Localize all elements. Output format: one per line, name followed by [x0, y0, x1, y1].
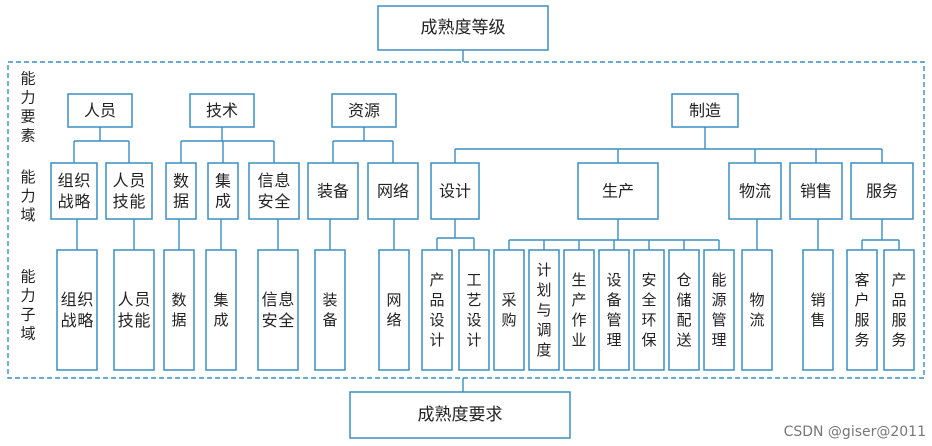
subdomain-label-s_wh: 仓储配送	[676, 271, 691, 349]
domain-label-logi: 物流	[739, 182, 771, 201]
subdomain-box-s_skill	[113, 249, 155, 371]
subdomain-box-s_purch	[493, 249, 525, 371]
subdomain-box-s_ops	[563, 249, 595, 371]
domain-label-skill: 人员技能	[113, 171, 146, 211]
side-label-elements: 能力要素	[20, 70, 35, 145]
subdomain-box-s_procd	[458, 249, 490, 371]
domain-box-equip	[307, 162, 359, 220]
domain-box-logi	[728, 162, 782, 220]
element-box-mfg	[671, 93, 739, 128]
domain-box-sales	[789, 162, 843, 220]
subdomain-label-s_infosec: 信息安全	[262, 290, 295, 330]
element-box-resource	[331, 93, 397, 128]
domain-box-integ	[207, 162, 239, 220]
subdomain-box-s_net	[378, 249, 410, 371]
connector-lines	[7, 50, 925, 392]
subdomain-box-s_pd	[421, 249, 453, 371]
subdomain-box-s_org	[56, 249, 98, 371]
subdomain-label-s_net: 网络	[386, 291, 401, 329]
domain-box-data	[165, 162, 197, 220]
capability-frame	[7, 61, 925, 379]
subdomain-label-s_logi: 物流	[749, 291, 764, 329]
subdomain-label-s_plan: 计划与调度	[536, 261, 551, 359]
subdomain-box-s_integ	[205, 249, 237, 371]
domain-box-net	[367, 162, 419, 220]
domain-label-prod: 生产	[602, 182, 634, 201]
domain-label-design: 设计	[439, 182, 471, 201]
subdomain-box-s_ps	[883, 249, 915, 371]
domain-label-sales: 销售	[800, 182, 832, 201]
element-label-mfg: 制造	[689, 101, 721, 120]
subdomain-box-s_data	[163, 249, 195, 371]
diagram-boxes	[50, 5, 915, 439]
subdomain-label-s_ps: 产品服务	[891, 271, 906, 349]
element-label-tech: 技术	[206, 101, 238, 120]
domain-box-design	[430, 162, 480, 220]
csdn-watermark: CSDN @giser@2011	[784, 424, 926, 440]
domain-box-service	[850, 162, 914, 220]
subdomain-box-s_sales	[802, 249, 834, 371]
subdomain-label-s_equip: 装备	[322, 291, 337, 329]
subdomain-label-s_equipm: 设备管理	[606, 271, 621, 349]
element-label-person: 人员	[84, 101, 116, 120]
domain-box-org	[50, 162, 98, 220]
domain-label-net: 网络	[377, 182, 409, 201]
domain-label-integ: 集成	[215, 172, 231, 211]
subdomain-label-s_integ: 集成	[213, 291, 228, 329]
side-label-domains: 能力域	[20, 168, 35, 224]
subdomain-label-s_cs: 客户服务	[854, 271, 869, 349]
side-label-subdomains: 能力子域	[20, 268, 35, 343]
domain-box-skill	[105, 162, 153, 220]
subdomain-label-s_org: 组织战略	[61, 290, 94, 330]
subdomain-label-s_skill: 人员技能	[118, 290, 151, 330]
domain-label-data: 数据	[173, 172, 189, 211]
subdomain-box-s_plan	[528, 249, 560, 371]
domain-label-org: 组织战略	[58, 171, 91, 211]
subdomain-label-s_data: 数据	[171, 291, 186, 329]
subdomain-label-s_pd: 产品设计	[429, 271, 444, 349]
diagram-labels: 成熟度等级成熟度要求能力要素能力域能力子域人员技术资源制造组织战略人员技能数据集…	[20, 17, 926, 440]
subdomain-label-s_sales: 销售	[810, 291, 825, 329]
domain-box-prod	[577, 162, 659, 220]
element-box-tech	[189, 93, 255, 128]
subdomain-box-s_energy	[703, 249, 735, 371]
maturity-requirements-title: 成熟度要求	[418, 404, 503, 425]
domain-label-equip: 装备	[317, 182, 349, 201]
domain-label-infosec: 信息安全	[258, 171, 291, 211]
subdomain-box-s_logi	[741, 249, 773, 371]
maturity-requirements-box	[349, 391, 571, 439]
subdomain-box-s_equipm	[598, 249, 630, 371]
subdomain-label-s_procd: 工艺设计	[466, 271, 481, 349]
subdomain-box-s_infosec	[257, 249, 299, 371]
domain-label-service: 服务	[866, 182, 898, 201]
element-box-person	[67, 93, 133, 128]
subdomain-box-s_cs	[846, 249, 878, 371]
subdomain-label-s_safety: 安全环保	[641, 271, 656, 349]
subdomain-label-s_ops: 生产作业	[571, 271, 586, 349]
maturity-level-title: 成熟度等级	[421, 17, 506, 38]
subdomain-label-s_energy: 能源管理	[711, 271, 726, 349]
subdomain-label-s_purch: 采购	[501, 291, 516, 329]
subdomain-box-s_wh	[668, 249, 700, 371]
subdomain-box-s_equip	[314, 249, 346, 371]
maturity-level-box	[377, 5, 549, 51]
domain-box-infosec	[248, 162, 300, 220]
element-label-resource: 资源	[348, 101, 380, 120]
subdomain-box-s_safety	[633, 249, 665, 371]
